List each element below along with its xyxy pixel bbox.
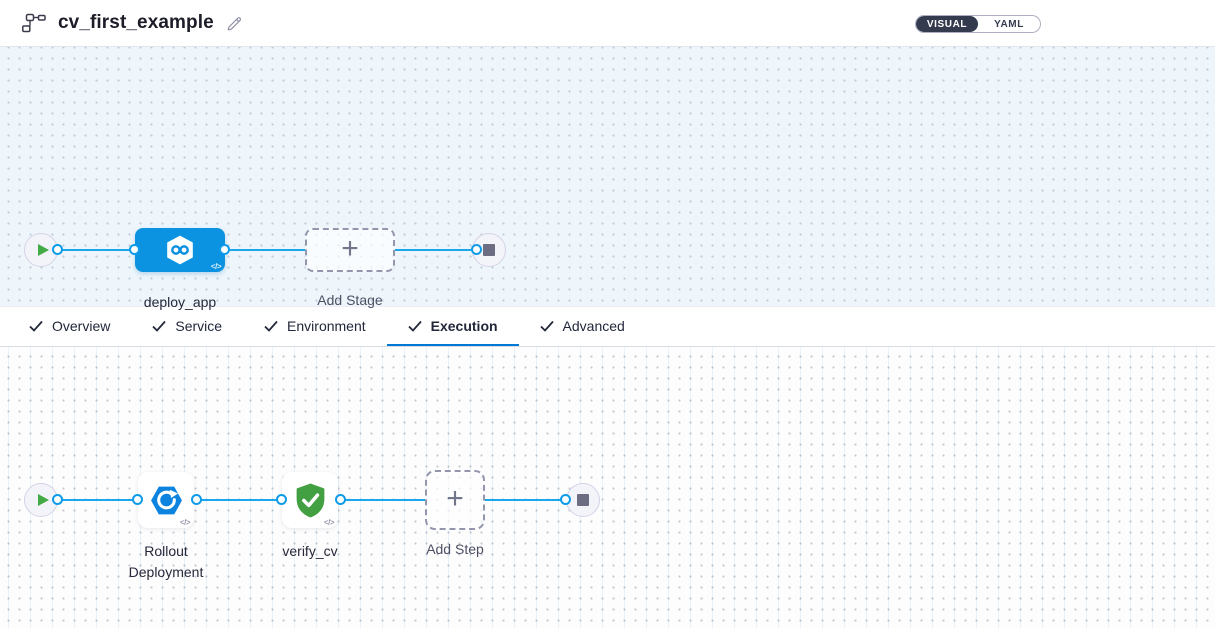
connector-dot (191, 494, 202, 505)
step-label: verify_cv (282, 543, 338, 559)
connector-dot (219, 244, 230, 255)
connector-dot (335, 494, 346, 505)
step-node-rollout-deployment[interactable]: </> (138, 472, 194, 528)
pipeline-header: cv_first_example VISUAL YAML (0, 0, 1215, 47)
pipeline-end-node (472, 233, 506, 267)
play-icon (37, 244, 49, 256)
step-node-verify-cv[interactable]: </> (282, 472, 338, 528)
add-step-button[interactable]: + (425, 470, 485, 530)
edit-pencil-icon[interactable] (226, 15, 243, 32)
stage-node-deploy-app[interactable]: </> (135, 228, 225, 272)
stop-icon (577, 494, 589, 506)
pipeline-graph-icon (22, 13, 46, 33)
code-icon: </> (323, 518, 335, 527)
connector-line (338, 499, 425, 501)
verify-shield-icon (296, 483, 324, 517)
code-icon: </> (210, 262, 222, 271)
plus-icon: + (341, 232, 359, 265)
visual-toggle-button[interactable]: VISUAL (916, 16, 978, 32)
connector-dot (129, 244, 140, 255)
connector-dot (276, 494, 287, 505)
connector-dot (52, 494, 63, 505)
connector-dot (471, 244, 482, 255)
plus-icon: + (446, 482, 464, 515)
connector-dot (132, 494, 143, 505)
stage-canvas: </> deploy_app + Add Stage (0, 47, 1215, 310)
add-stage-button[interactable]: + (305, 228, 395, 272)
connector-line (194, 499, 282, 501)
tab-advanced[interactable]: Advanced (519, 307, 646, 346)
stage-label: deploy_app (143, 294, 217, 310)
connector-line (395, 249, 477, 251)
rollout-deployment-icon (150, 486, 182, 514)
check-icon (408, 320, 422, 332)
code-icon: </> (179, 518, 191, 527)
stage-config-tabs: Overview Service Environment Execution A… (0, 306, 1215, 347)
connector-line (58, 249, 135, 251)
tab-overview[interactable]: Overview (8, 307, 131, 346)
page-title: cv_first_example (58, 12, 214, 33)
cd-stage-icon (167, 235, 193, 265)
add-stage-label: Add Stage (317, 292, 383, 308)
check-icon (29, 320, 43, 332)
connector-line (225, 249, 305, 251)
tab-execution[interactable]: Execution (386, 307, 519, 346)
play-icon (37, 494, 49, 506)
tab-service[interactable]: Service (131, 307, 243, 346)
connector-dot (52, 244, 63, 255)
connector-dot (560, 494, 571, 505)
step-label: Rollout Deployment (128, 543, 204, 580)
tab-environment[interactable]: Environment (243, 307, 387, 346)
execution-end-node (566, 483, 600, 517)
connector-line (58, 499, 138, 501)
connector-line (485, 499, 566, 501)
add-step-label: Add Step (426, 541, 484, 557)
yaml-toggle-button[interactable]: YAML (994, 18, 1024, 30)
check-icon (264, 320, 278, 332)
execution-canvas: </> Rollout Deployment </> verify_cv + A… (0, 347, 1215, 628)
view-mode-toggle: VISUAL YAML (915, 15, 1041, 33)
check-icon (539, 320, 554, 332)
stop-icon (483, 244, 495, 256)
check-icon (152, 320, 167, 332)
